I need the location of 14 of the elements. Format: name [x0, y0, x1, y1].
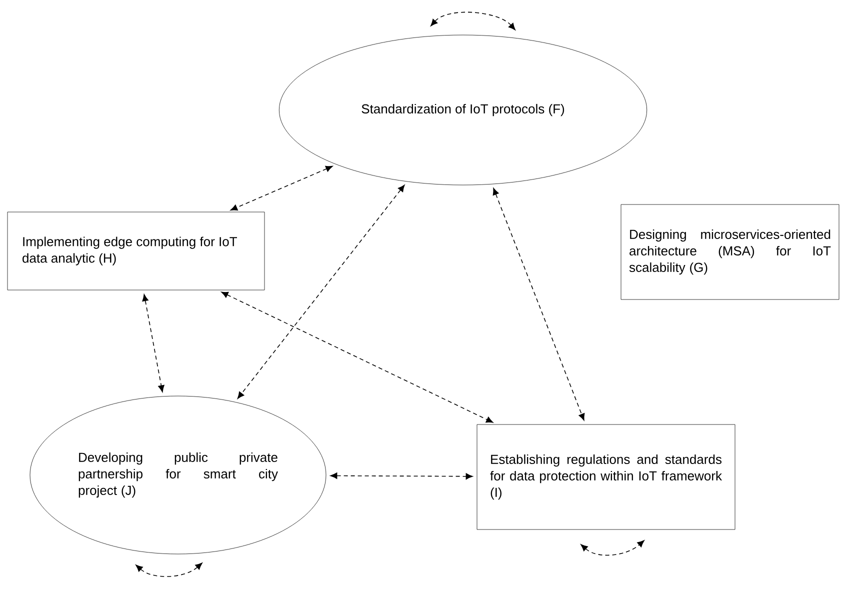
arrow: [221, 292, 494, 423]
oval-node: Developing public private partnership for smart city project (J): [30, 396, 326, 554]
arrow: [230, 166, 333, 211]
text-box: Designing microservices-oriented architecture (MSA) for IoT scalability (G): [620, 204, 840, 300]
text-box: Establishing regulations and standards for data protection within IoT framework (I): [476, 424, 736, 530]
arrow: [430, 12, 516, 30]
arrow: [330, 472, 473, 480]
arrow: [492, 188, 585, 421]
arrow: [580, 540, 644, 556]
arrow: [142, 294, 164, 392]
arrow: [136, 562, 202, 577]
arrow: [237, 184, 405, 399]
text-box: Implementing edge computing for IoT data analytic (H): [7, 212, 265, 290]
oval-node: Standardization of IoT protocols (F): [278, 34, 648, 186]
